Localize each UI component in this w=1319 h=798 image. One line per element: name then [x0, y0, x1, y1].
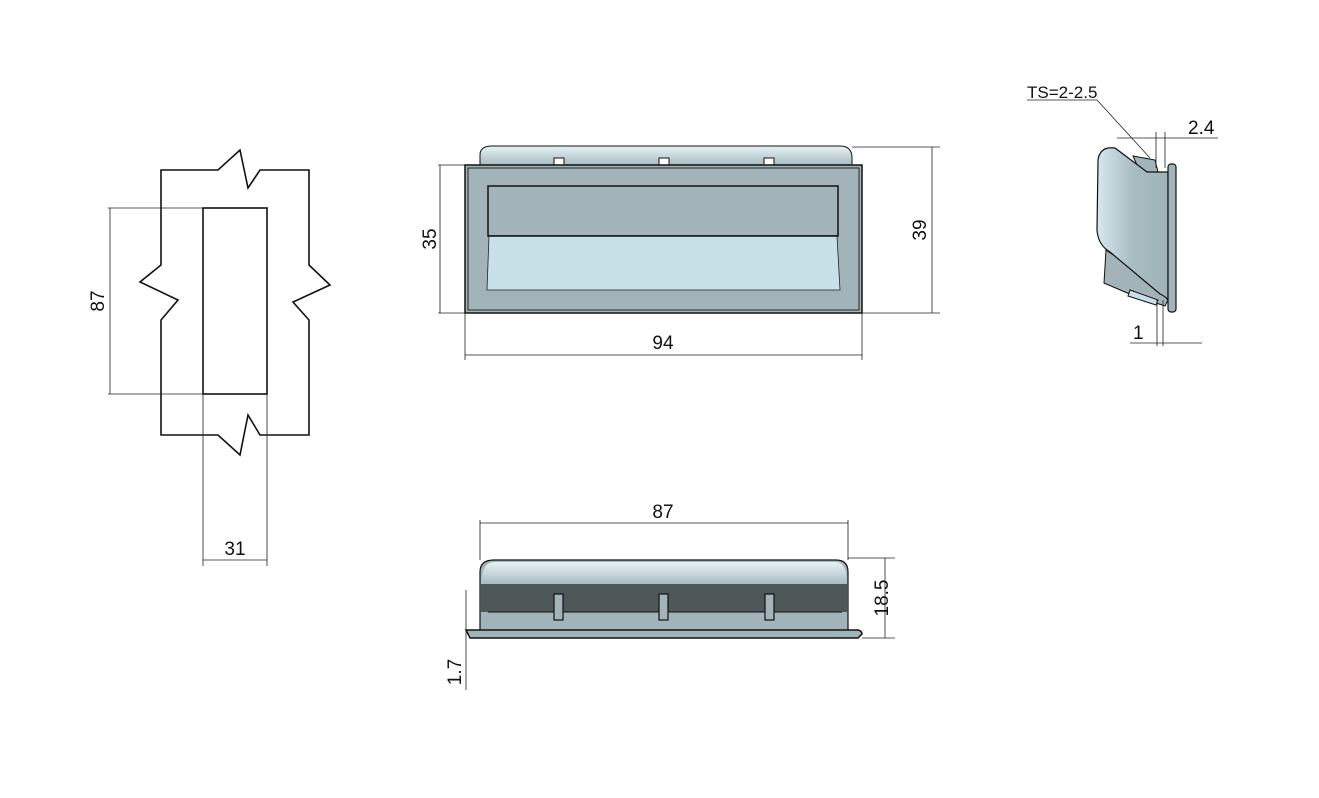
- panel-outline: [138, 148, 332, 457]
- front-inner-height-label: 35: [420, 228, 441, 249]
- cutout-height-label: 87: [88, 290, 109, 311]
- panel-thickness-label: TS=2-2.5: [1027, 83, 1097, 102]
- cutout-view: 87 31: [88, 148, 332, 566]
- bottom-clips: [553, 593, 775, 621]
- side-view: TS=2-2.5 2.4 1: [1027, 83, 1218, 346]
- front-view: 35 39 94: [420, 145, 940, 360]
- bottom-flange: [464, 629, 863, 639]
- recess-upper: [487, 185, 839, 237]
- flange-thickness-label: 1.7: [445, 659, 466, 685]
- bottom-depth-label: 18.5: [872, 580, 893, 617]
- front-outer-height-label: 39: [910, 219, 931, 240]
- cutout-hole: [202, 207, 268, 395]
- side-flange-label: 1: [1133, 323, 1144, 344]
- bottom-width-label: 87: [652, 502, 673, 523]
- bottom-view: 87 18.5 1.7: [445, 502, 895, 690]
- cutout-width-label: 31: [224, 539, 245, 560]
- top-bump: [479, 145, 853, 166]
- side-flange: [1167, 163, 1177, 313]
- front-width-label: 94: [652, 333, 674, 354]
- gap-label: 2.4: [1188, 118, 1215, 139]
- handle-body: [1096, 147, 1169, 302]
- recess-lower: [486, 235, 841, 291]
